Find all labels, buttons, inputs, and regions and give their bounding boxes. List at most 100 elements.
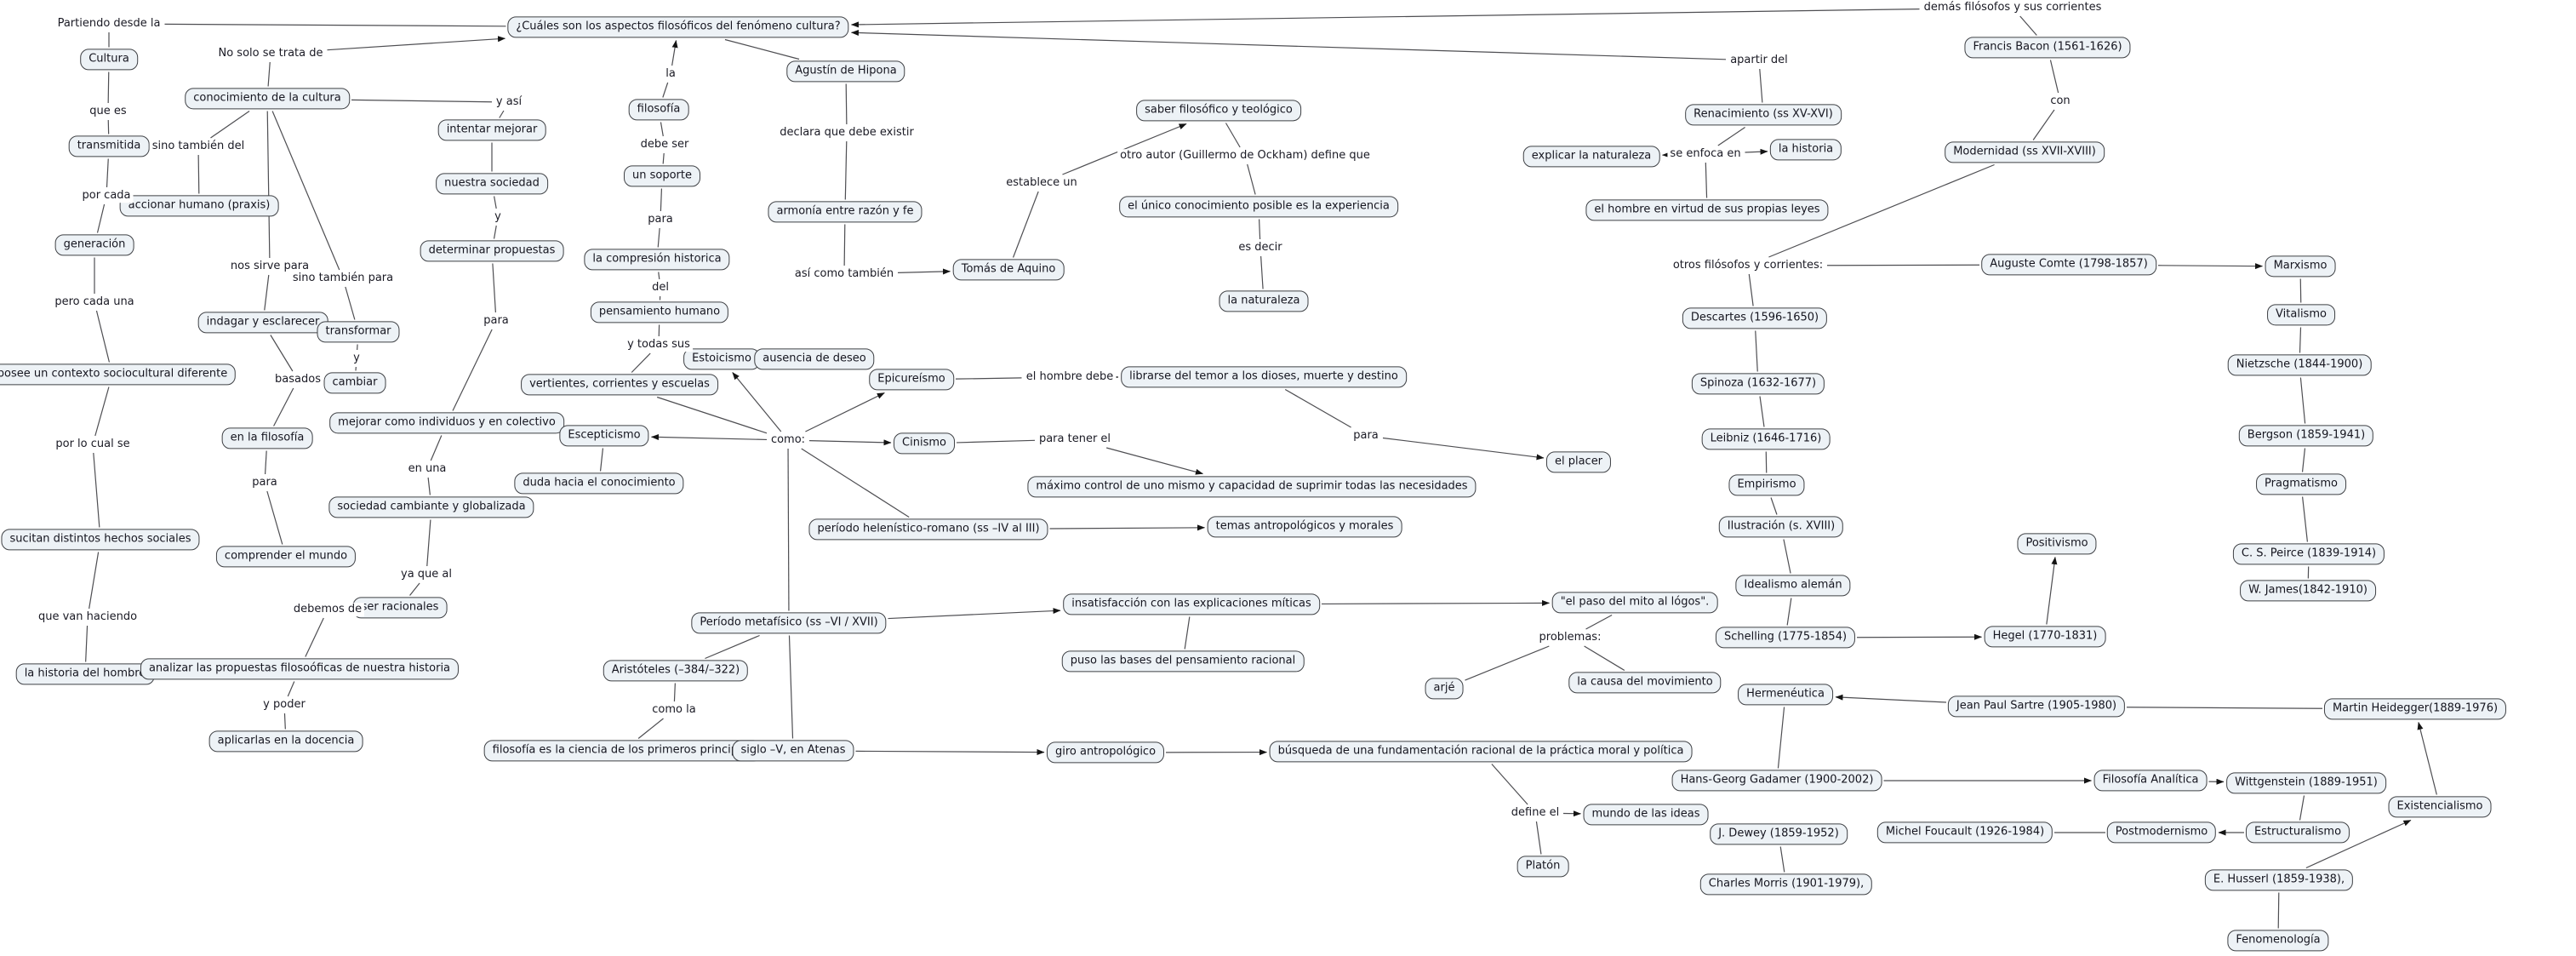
concept-node-naturaleza[interactable]: la naturaleza xyxy=(1219,290,1309,312)
link-label-del[interactable]: del xyxy=(649,281,671,295)
link-label-y2[interactable]: y xyxy=(492,210,504,224)
link-label-declara[interactable]: declara que debe existir xyxy=(777,126,917,140)
concept-node-historia-hombre[interactable]: la historia del hombre xyxy=(15,663,155,685)
concept-node-pensamiento[interactable]: pensamiento humano xyxy=(590,301,729,323)
link-label-asi-como[interactable]: así como también xyxy=(791,267,897,281)
concept-node-soporte[interactable]: un soporte xyxy=(624,165,700,187)
concept-node-la-historia[interactable]: la historia xyxy=(1769,139,1842,161)
concept-node-placer[interactable]: el placer xyxy=(1545,451,1612,473)
concept-node-idealismo[interactable]: Idealismo alemán xyxy=(1735,575,1851,597)
concept-node-postmodernismo[interactable]: Postmodernismo xyxy=(2106,821,2217,844)
concept-node-vitalismo[interactable]: Vitalismo xyxy=(2267,304,2335,326)
concept-node-bergson[interactable]: Bergson (1859-1941) xyxy=(2238,425,2374,447)
link-label-no-solo[interactable]: No solo se trata de xyxy=(215,47,326,60)
concept-node-platon[interactable]: Platón xyxy=(1516,856,1569,878)
concept-node-contexto[interactable]: posee un contexto sociocultural diferent… xyxy=(0,364,237,386)
concept-node-librarse[interactable]: librarse del temor a los dioses, muerte … xyxy=(1121,366,1407,388)
concept-node-pragmatismo[interactable]: Pragmatismo xyxy=(2256,473,2346,495)
link-label-se-enfoca[interactable]: se enfoca en xyxy=(1667,147,1744,161)
concept-node-hombre-leyes[interactable]: el hombre en virtud de sus propias leyes xyxy=(1585,199,1829,221)
concept-node-giro[interactable]: giro antropológico xyxy=(1046,741,1165,764)
concept-node-insatisfaccion[interactable]: insatisfacción con las explicaciones mít… xyxy=(1063,593,1320,615)
concept-node-maximo[interactable]: máximo control de uno mismo y capacidad … xyxy=(1027,476,1476,498)
concept-node-indagar[interactable]: indagar y esclarecer xyxy=(197,312,328,334)
concept-node-compresion[interactable]: la compresión historica xyxy=(584,249,730,271)
concept-node-wittgenstein[interactable]: Wittgenstein (1889-1951) xyxy=(2226,772,2386,794)
concept-node-modernidad[interactable]: Modernidad (ss XVII-XVIII) xyxy=(1945,141,2105,163)
concept-node-cinismo[interactable]: Cinismo xyxy=(894,432,955,455)
link-label-para1[interactable]: para xyxy=(481,314,511,328)
concept-node-cultura[interactable]: Cultura xyxy=(80,49,138,71)
link-label-partiendo[interactable]: Partiendo desde la xyxy=(54,17,163,31)
link-label-sino-tambien-para[interactable]: sino también para xyxy=(289,272,397,285)
concept-node-armonia[interactable]: armonía entre razón y fe xyxy=(768,201,922,223)
link-label-para2[interactable]: para xyxy=(249,476,280,489)
concept-node-renacimiento[interactable]: Renacimiento (ss XV-XVI) xyxy=(1685,104,1842,126)
concept-node-nietzsche[interactable]: Nietzsche (1844-1900) xyxy=(2227,354,2372,376)
concept-node-aristoteles[interactable]: Aristóteles (–384/–322) xyxy=(603,660,749,682)
link-label-define-el[interactable]: define el xyxy=(1508,806,1562,820)
concept-node-tomas[interactable]: Tomás de Aquino xyxy=(952,259,1065,281)
concept-node-ser-racionales[interactable]: ser racionales xyxy=(352,597,448,619)
link-label-y1[interactable]: y xyxy=(351,352,363,365)
link-label-y-asi[interactable]: y así xyxy=(493,95,525,109)
link-label-para4[interactable]: para xyxy=(1351,429,1381,443)
concept-node-hermeneutica[interactable]: Hermenéutica xyxy=(1738,684,1833,706)
concept-node-causa[interactable]: la causa del movimiento xyxy=(1568,672,1722,694)
concept-node-en-la-filosofia[interactable]: en la filosofía xyxy=(221,427,313,449)
concept-node-gadamer[interactable]: Hans-Georg Gadamer (1900-2002) xyxy=(1671,770,1882,792)
concept-node-duda[interactable]: duda hacia el conocimiento xyxy=(514,472,684,495)
link-label-como-la[interactable]: como la xyxy=(649,703,699,717)
link-label-es-decir[interactable]: es decir xyxy=(1236,241,1285,255)
concept-node-generacion[interactable]: generación xyxy=(54,234,134,256)
concept-node-metafisico[interactable]: Período metafísico (ss –VI / XVII) xyxy=(691,612,887,634)
link-label-debemos-de[interactable]: debemos de xyxy=(290,603,365,616)
concept-node-mejorar-como[interactable]: mejorar como individuos y en colectivo xyxy=(329,412,564,434)
concept-node-sucitan[interactable]: sucitan distintos hechos sociales xyxy=(1,529,200,551)
link-label-establece[interactable]: establece un xyxy=(1003,176,1080,190)
concept-node-comprender[interactable]: comprender el mundo xyxy=(215,546,357,568)
concept-node-leibniz[interactable]: Leibniz (1646-1716) xyxy=(1701,428,1831,450)
concept-node-ilustracion[interactable]: Ilustración (s. XVIII) xyxy=(1718,516,1844,538)
concept-node-schelling[interactable]: Schelling (1775-1854) xyxy=(1715,627,1856,649)
concept-node-transformar[interactable]: transformar xyxy=(317,321,400,343)
concept-node-heidegger[interactable]: Martin Heidegger(1889-1976) xyxy=(2323,698,2507,720)
concept-node-epicureismo[interactable]: Epicureísmo xyxy=(869,369,954,391)
concept-node-nuestra-sociedad[interactable]: nuestra sociedad xyxy=(436,173,548,195)
link-label-el-hombre-debe[interactable]: el hombre debe xyxy=(1023,370,1117,384)
link-label-apartir[interactable]: apartir del xyxy=(1728,54,1791,67)
concept-node-sartre[interactable]: Jean Paul Sartre (1905-1980) xyxy=(1947,696,2126,718)
concept-node-unico[interactable]: el único conocimiento posible es la expe… xyxy=(1119,196,1398,218)
concept-node-foucault[interactable]: Michel Foucault (1926-1984) xyxy=(1876,821,2053,844)
concept-node-sociedad-cambiante[interactable]: sociedad cambiante y globalizada xyxy=(328,496,534,518)
link-label-que-van[interactable]: que van haciendo xyxy=(35,610,140,624)
link-label-y-poder[interactable]: y poder xyxy=(260,698,308,712)
concept-node-escepticismo[interactable]: Escepticismo xyxy=(559,425,649,447)
concept-node-descartes[interactable]: Descartes (1596-1650) xyxy=(1682,307,1828,329)
concept-node-estoicismo[interactable]: Estoicismo xyxy=(683,348,760,370)
concept-node-arje[interactable]: arjé xyxy=(1425,678,1464,700)
link-label-por-cada[interactable]: por cada xyxy=(79,189,134,203)
link-label-problemas[interactable]: problemas: xyxy=(1536,631,1604,644)
link-label-y-todas-sus[interactable]: y todas sus xyxy=(625,338,693,352)
concept-node-empirismo[interactable]: Empirismo xyxy=(1728,474,1805,496)
concept-node-spinoza[interactable]: Spinoza (1632-1677) xyxy=(1691,373,1825,395)
link-label-por-lo-cual[interactable]: por lo cual se xyxy=(53,438,133,451)
link-label-pero-cada-una[interactable]: pero cada una xyxy=(52,295,137,309)
concept-node-determinar[interactable]: determinar propuestas xyxy=(420,240,564,262)
concept-node-ciencia[interactable]: filosofía es la ciencia de los primeros … xyxy=(483,740,763,762)
link-label-otro-autor[interactable]: otro autor (Guillermo de Ockham) define … xyxy=(1117,149,1373,163)
concept-node-comte[interactable]: Auguste Comte (1798-1857) xyxy=(1981,254,2156,276)
link-label-para3[interactable]: para xyxy=(645,213,676,226)
concept-node-fenomenologia[interactable]: Fenomenología xyxy=(2227,930,2329,952)
link-label-con[interactable]: con xyxy=(2048,94,2073,108)
concept-node-atenas[interactable]: siglo –V, en Atenas xyxy=(732,740,854,762)
link-label-otros[interactable]: otros filósofos y corrientes: xyxy=(1670,259,1826,272)
concept-node-accionar[interactable]: accionar humano (praxis) xyxy=(119,195,279,217)
concept-node-aplicarlas[interactable]: aplicarlas en la docencia xyxy=(208,730,363,753)
concept-node-cambiar[interactable]: cambiar xyxy=(323,372,386,394)
concept-node-analitica[interactable]: Filosofía Analítica xyxy=(2093,770,2208,792)
link-label-basados[interactable]: basados xyxy=(272,373,323,386)
concept-node-pregunta[interactable]: ¿Cuáles son los aspectos filosóficos del… xyxy=(507,16,849,38)
concept-node-existencialismo[interactable]: Existencialismo xyxy=(2388,796,2492,818)
